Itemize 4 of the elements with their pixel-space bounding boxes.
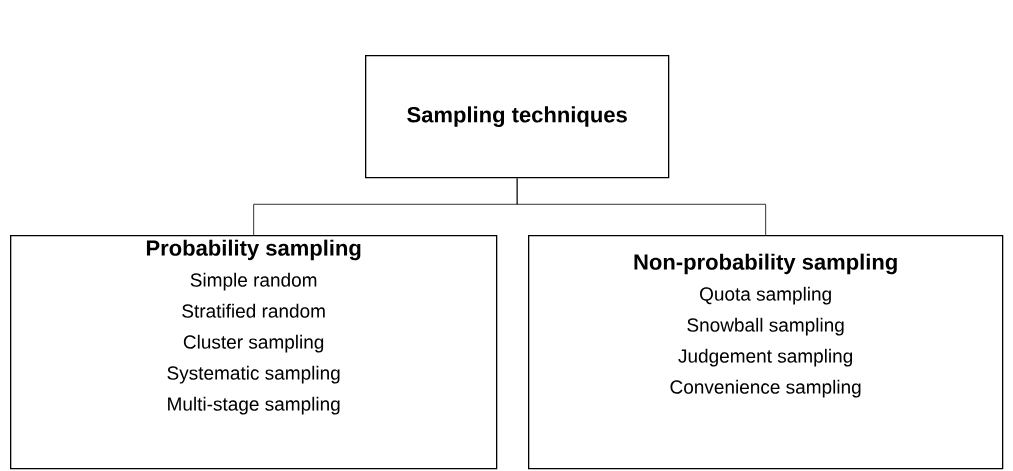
title-box: Sampling techniques: [365, 55, 670, 179]
category-box: Non-probability sampling Quota sampling Snowball sampling Judgement sampling Convenience sampling: [528, 235, 1004, 470]
category-box: Probability sampling Simple random Stratified random Cluster sampling Systematic sampling Multi-stage sampling: [10, 235, 498, 470]
connector-line: [516, 177, 767, 236]
